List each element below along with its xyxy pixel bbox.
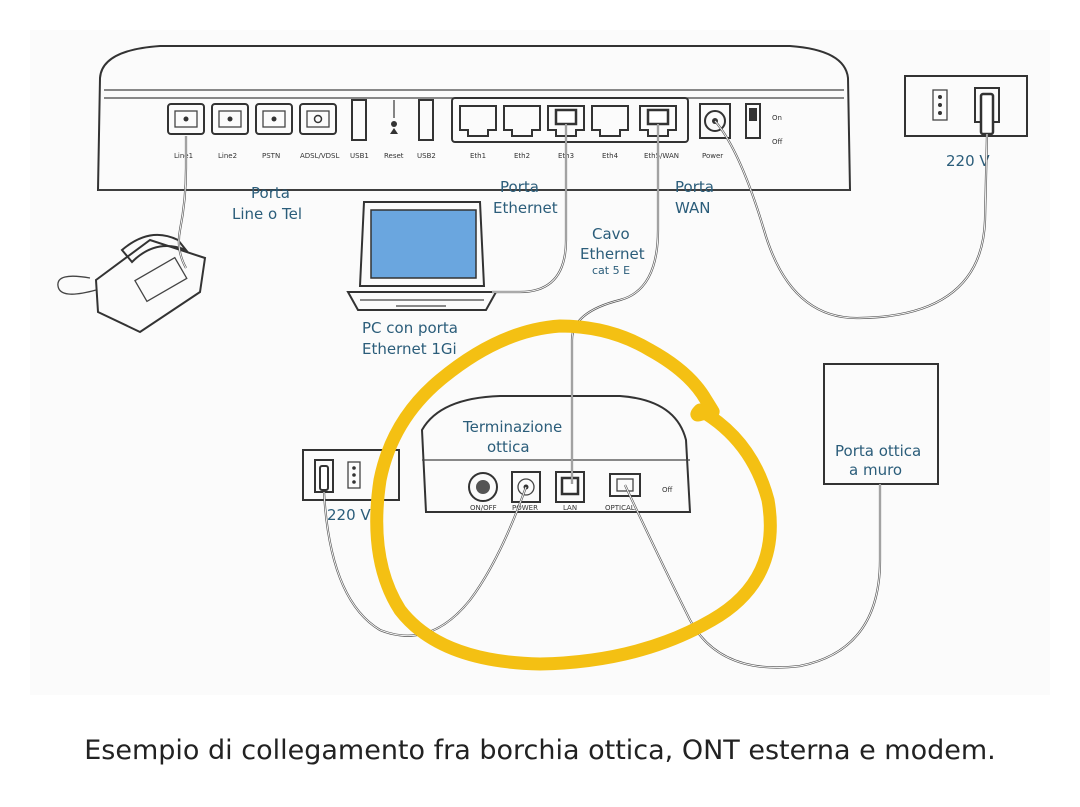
outlet-top-label: 220 V xyxy=(946,152,990,170)
phone-cable xyxy=(177,136,188,269)
modem-port-eth2 xyxy=(503,105,541,137)
svg-text:PC con porta: PC con porta xyxy=(362,319,458,337)
label-porta-ethernet: Porta Ethernet xyxy=(493,178,558,217)
modem-port-label: Eth2 xyxy=(514,152,530,160)
svg-text:cat 5 E: cat 5 E xyxy=(592,264,630,277)
modem-port-usb2 xyxy=(418,99,434,141)
svg-text:Porta ottica: Porta ottica xyxy=(835,442,921,460)
ont-power-knob xyxy=(468,472,498,502)
modem-port-label: Eth4 xyxy=(602,152,619,160)
modem-port-label: ADSL/VDSL xyxy=(300,152,340,160)
modem-port-usb1 xyxy=(351,99,367,141)
svg-text:a muro: a muro xyxy=(849,461,902,479)
svg-text:Terminazione: Terminazione xyxy=(462,418,562,436)
svg-text:Line o Tel: Line o Tel xyxy=(232,205,302,223)
svg-text:WAN: WAN xyxy=(675,199,711,217)
diagram-background xyxy=(30,30,1050,695)
modem-port-eth1 xyxy=(459,105,497,137)
modem-router: On Off Line1 Line2 PSTN ADSL/VDSL USB1 R… xyxy=(96,45,852,191)
label-porta-wan: Porta WAN xyxy=(675,178,714,217)
svg-text:Ethernet: Ethernet xyxy=(493,199,558,217)
label-pc: PC con porta Ethernet 1Gi xyxy=(362,319,458,358)
modem-port-pstn xyxy=(255,103,293,135)
ethernet-cable-pc xyxy=(492,124,568,294)
svg-text:Porta: Porta xyxy=(251,184,290,202)
ont-lan-port xyxy=(555,471,585,503)
outlet-left-label: 220 V xyxy=(327,506,371,524)
modem-port-line2 xyxy=(211,103,249,135)
svg-text:Ethernet 1Gi: Ethernet 1Gi xyxy=(362,340,457,358)
svg-text:Porta: Porta xyxy=(675,178,714,196)
svg-text:Off: Off xyxy=(772,138,783,146)
svg-text:On: On xyxy=(772,114,782,122)
modem-power-cable xyxy=(714,120,989,320)
label-porta-line: Porta Line o Tel xyxy=(232,184,302,223)
modem-reset-button xyxy=(390,100,398,134)
laptop-icon xyxy=(346,201,498,311)
label-terminazione-ottica: Terminazione ottica xyxy=(462,418,562,456)
svg-text:Porta: Porta xyxy=(500,178,539,196)
modem-port-label: Line1 xyxy=(174,152,193,160)
modem-port-label: Line2 xyxy=(218,152,237,160)
ont-port-label: OPTICAL xyxy=(605,504,635,512)
highlight-circle xyxy=(370,319,777,671)
modem-port-adsl xyxy=(299,103,337,135)
ont-port-label: ON/OFF xyxy=(470,504,497,512)
modem-ethernet-bank xyxy=(451,97,689,143)
modem-port-label: Power xyxy=(702,152,723,160)
modem-port-line1 xyxy=(167,103,205,135)
wall-optical-port: Porta ottica a muro xyxy=(823,363,939,485)
power-outlet-top: 220 V xyxy=(904,75,1028,170)
modem-port-label: USB2 xyxy=(417,152,436,160)
ont-port-label: POWER xyxy=(512,504,538,512)
fiber-cable xyxy=(624,484,882,669)
figure-caption: Esempio di collegamento fra borchia otti… xyxy=(84,735,996,766)
modem-port-label: USB1 xyxy=(350,152,369,160)
svg-text:Cavo: Cavo xyxy=(592,225,630,243)
label-cavo-ethernet: Cavo Ethernet cat 5 E xyxy=(580,225,645,277)
modem-port-label: Eth1 xyxy=(470,152,486,160)
modem-power-switch: On Off xyxy=(745,103,783,146)
ont-optical-port xyxy=(609,473,641,497)
modem-port-label: Reset xyxy=(384,152,404,160)
modem-port-label: PSTN xyxy=(262,152,280,160)
svg-text:ottica: ottica xyxy=(487,438,530,456)
modem-port-wan xyxy=(639,105,677,137)
laptop-screen xyxy=(370,209,477,279)
ont-off-label: Off xyxy=(662,486,673,494)
modem-port-eth4 xyxy=(591,105,629,137)
ont-port-label: LAN xyxy=(563,504,577,512)
optical-network-terminal: ON/OFF POWER LAN OPTICAL Off xyxy=(420,395,692,513)
modem-port-label: Eth5/WAN xyxy=(644,152,679,160)
telephone-icon xyxy=(57,233,207,334)
svg-text:Ethernet: Ethernet xyxy=(580,245,645,263)
